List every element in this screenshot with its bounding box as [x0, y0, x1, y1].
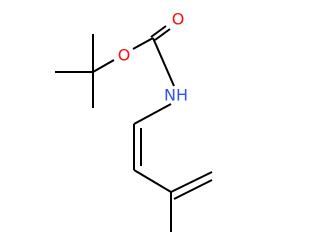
bond-carbonyl-c-o-double-a [150, 25, 167, 38]
molecule-structure-diagram: O O NH [55, 10, 213, 232]
atom-label-ester-oxygen: O [118, 46, 131, 65]
atom-label-carbonyl-oxygen: O [172, 10, 185, 29]
bond-carbonyl-c-to-n [152, 37, 175, 87]
bond-vinyl-c2-to-c3 [133, 169, 172, 193]
atom-label-amide-nh: NH [164, 86, 188, 105]
bond-c3-ch2-double-inner [173, 179, 213, 200]
bond-tbu-to-ester-o [92, 59, 115, 73]
bond-carbonyl-c-o-double-b [154, 28, 171, 41]
bond-ester-o-to-carbonyl-c [132, 37, 154, 50]
bond-n-to-vinyl-c1 [133, 103, 172, 125]
bond-c3-ch2-double-outer [170, 171, 213, 193]
